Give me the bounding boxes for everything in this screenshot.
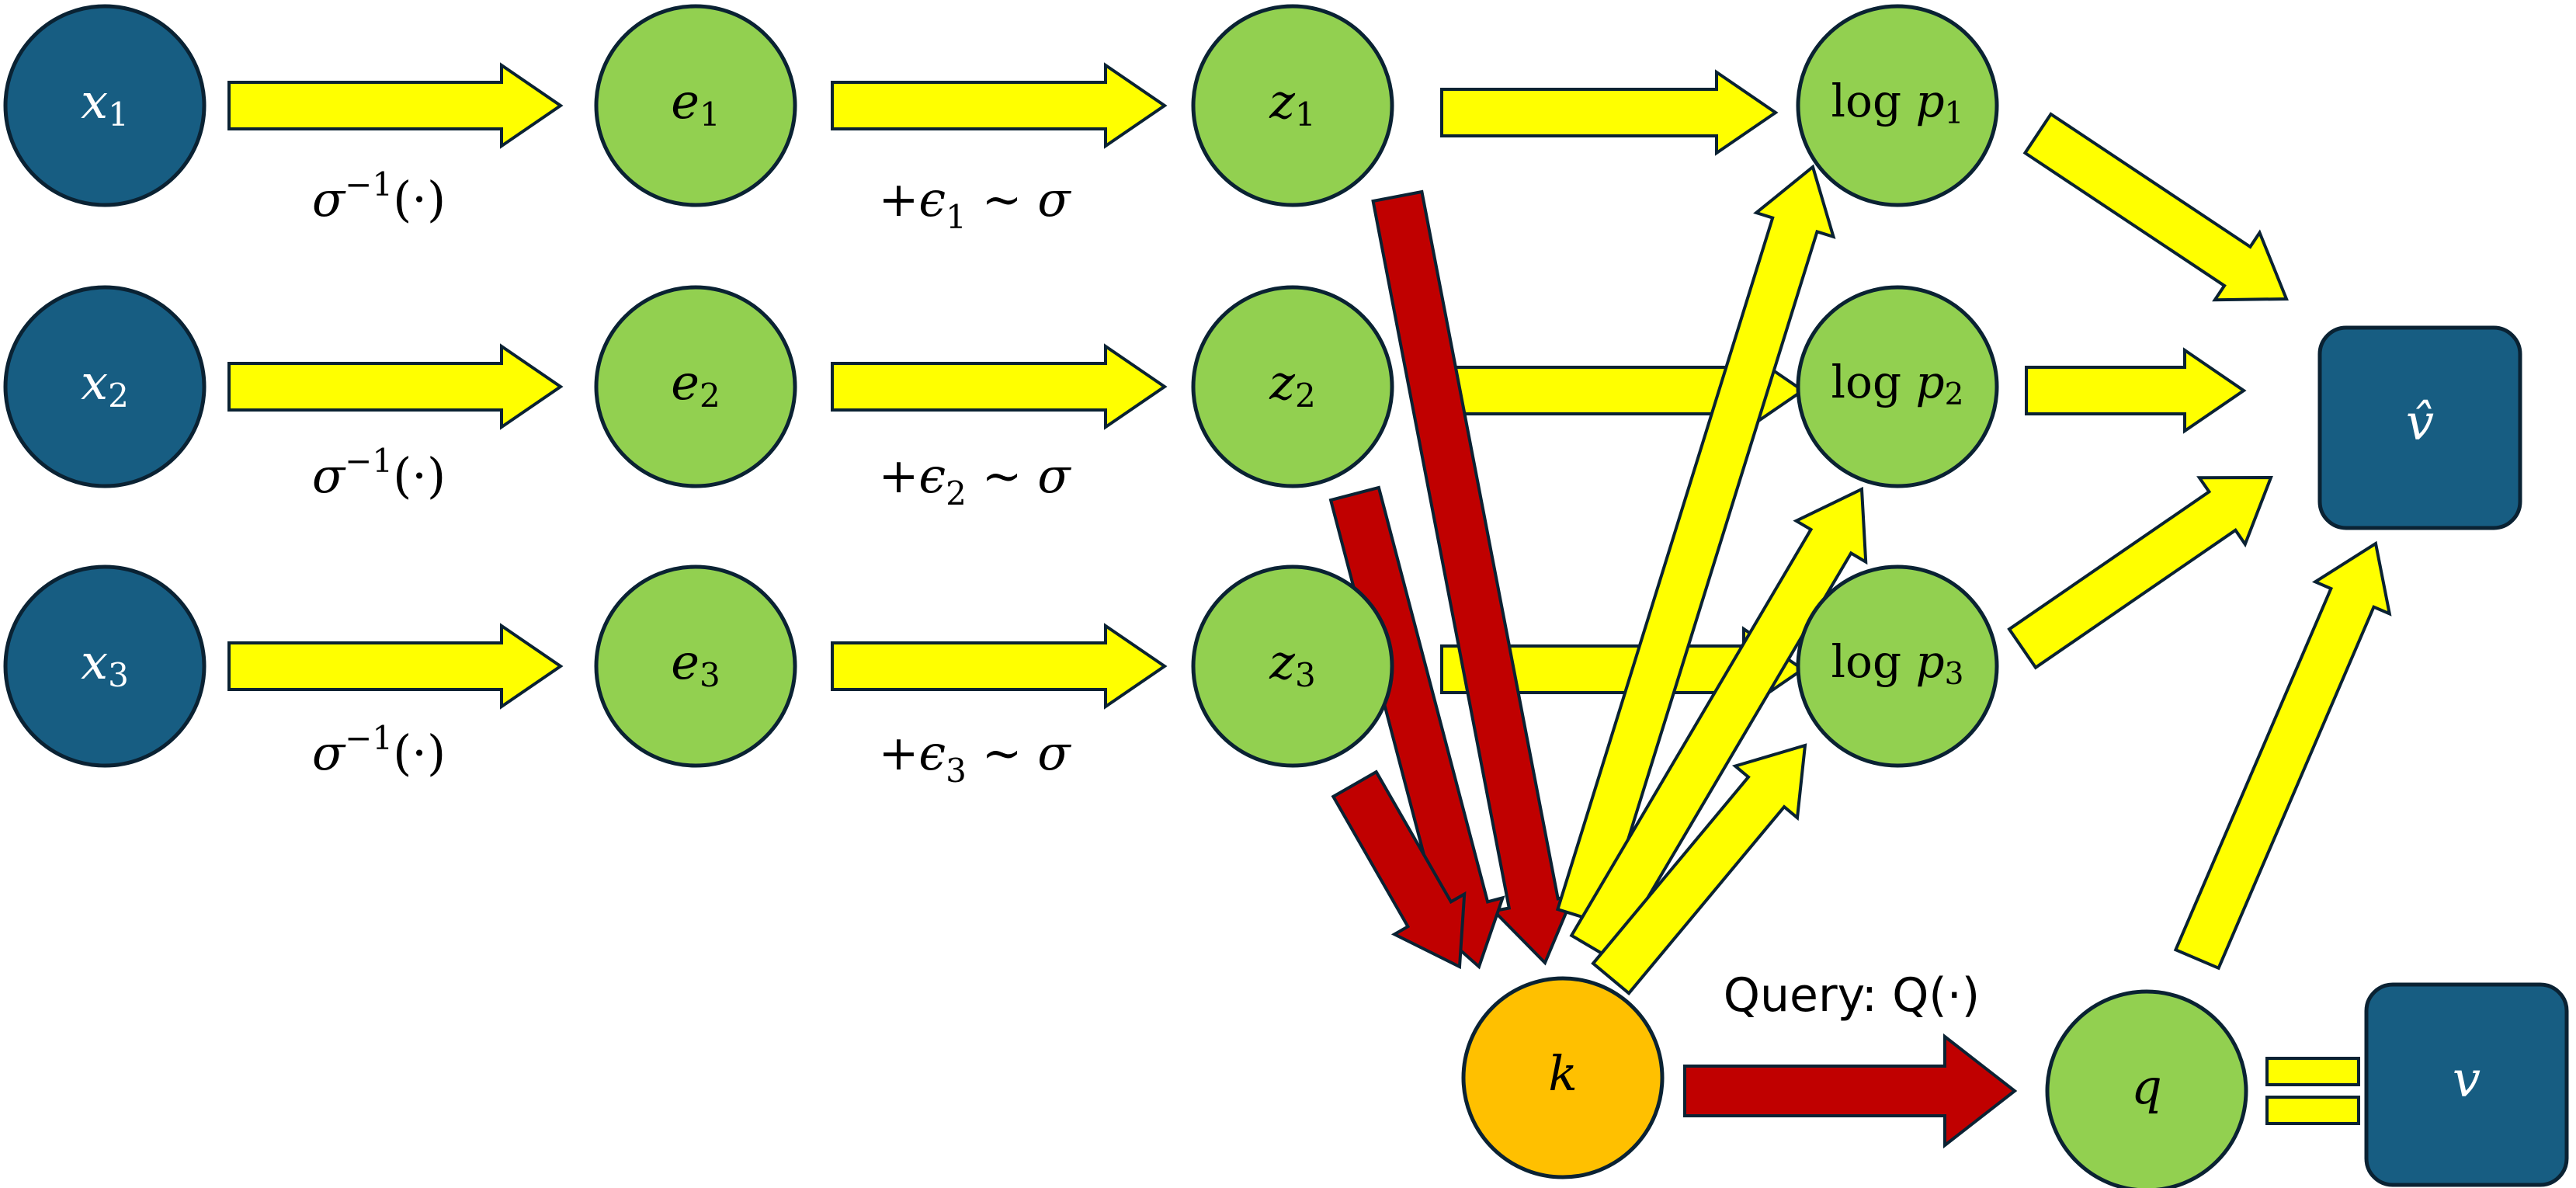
node-e1: e1 [594,4,797,207]
node-q: q [2045,989,2248,1188]
node-logp2: log p2 [1796,285,1999,488]
arrow-q-vhat [2173,540,2392,971]
node-z2: z2 [1191,285,1394,488]
arrow-logp2-vhat [2025,347,2247,434]
node-x1-label: x1 [81,73,129,134]
label-sigma-inverse-2: σ−1(·) [312,442,446,504]
node-q-label: q [2131,1058,2162,1115]
node-vhat: v̂ [2317,325,2522,530]
node-v-label: v [2453,1051,2481,1109]
node-v-shape [2364,982,2569,1187]
label-noise-1: +ϵ1 ~ σ [878,171,1071,236]
node-logp1: log p1 [1796,4,1999,207]
edges [227,62,2392,1149]
node-e3: e3 [594,564,797,768]
label-noise-2: +ϵ2 ~ σ [878,447,1071,512]
arrow-z3-k [1331,769,1467,970]
node-vhat-label: v̂ [2406,394,2434,452]
nodes: x1 x2 x3 e1 e2 e3 z1 z2 z3 log p1 log p2 log p3 k q v̂… [3,4,2569,1188]
arrow-e2-z2 [831,343,1168,430]
node-v: v [2364,982,2569,1187]
arrow-x1-e1 [227,62,564,149]
node-z3-label: z3 [1269,634,1315,694]
node-z3-shape [1191,564,1394,768]
node-k-shape [1461,976,1665,1179]
node-e3-shape [594,564,797,768]
arrow-k-logp3 [1591,743,1807,996]
edge-labels: σ−1(·) σ−1(·) σ−1(·) +ϵ1 ~ σ +ϵ2 ~ σ +ϵ3 ~ σ Q… [312,165,1980,1023]
arrow-k-logp2 [1569,486,1868,961]
node-z1: z1 [1191,4,1394,207]
node-q-shape [2045,989,2248,1188]
node-x2-shape [3,285,207,488]
node-logp2-shape [1796,285,1999,488]
label-sigma-inverse-3: σ−1(·) [312,719,446,781]
label-sigma-inverse-1: σ−1(·) [312,165,446,228]
node-x3: x3 [3,564,207,768]
node-logp1-label: log p1 [1831,75,1963,131]
node-vhat-shape [2317,325,2522,530]
node-z1-shape [1191,4,1394,207]
node-z1-label: z1 [1269,73,1315,134]
arrow-logp3-vhat [2007,475,2273,670]
node-e1-shape [594,4,797,207]
label-query: Query: Q(·) [1724,968,1980,1023]
node-x2: x2 [3,285,207,488]
arrow-k-q [1683,1033,2018,1149]
node-e3-label: e3 [671,634,720,694]
node-x1-shape [3,4,207,207]
node-e2-shape [594,285,797,488]
node-logp3-shape [1796,564,1999,768]
node-k-label: k [1548,1045,1578,1102]
arrow-e1-z1 [831,62,1168,149]
arrow-z1-logp1 [1440,69,1779,156]
node-logp3-label: log p3 [1831,635,1963,692]
equals-bar-top [2265,1057,2360,1086]
node-k: k [1461,976,1665,1179]
node-x2-label: x2 [81,354,129,415]
arrow-logp1-vhat [2022,112,2289,302]
node-logp1-shape [1796,4,1999,207]
node-z2-label: z2 [1269,354,1315,415]
node-x3-shape [3,564,207,768]
node-x1: x1 [3,4,207,207]
node-z2-shape [1191,285,1394,488]
node-e2: e2 [594,285,797,488]
node-e2-label: e2 [671,354,720,415]
node-x3-label: x3 [81,634,129,694]
arrow-k-logp1 [1555,164,1836,926]
arrow-x2-e2 [227,343,564,430]
arrow-e3-z3 [831,623,1168,710]
node-z3: z3 [1191,564,1394,768]
arrow-z1-k [1371,189,1576,966]
node-logp3: log p3 [1796,564,1999,768]
label-noise-3: +ϵ3 ~ σ [878,724,1071,790]
node-e1-label: e1 [671,73,720,134]
arrow-x3-e3 [227,623,564,710]
node-logp2-label: log p2 [1831,356,1963,412]
equals-bar-bottom [2265,1096,2360,1125]
